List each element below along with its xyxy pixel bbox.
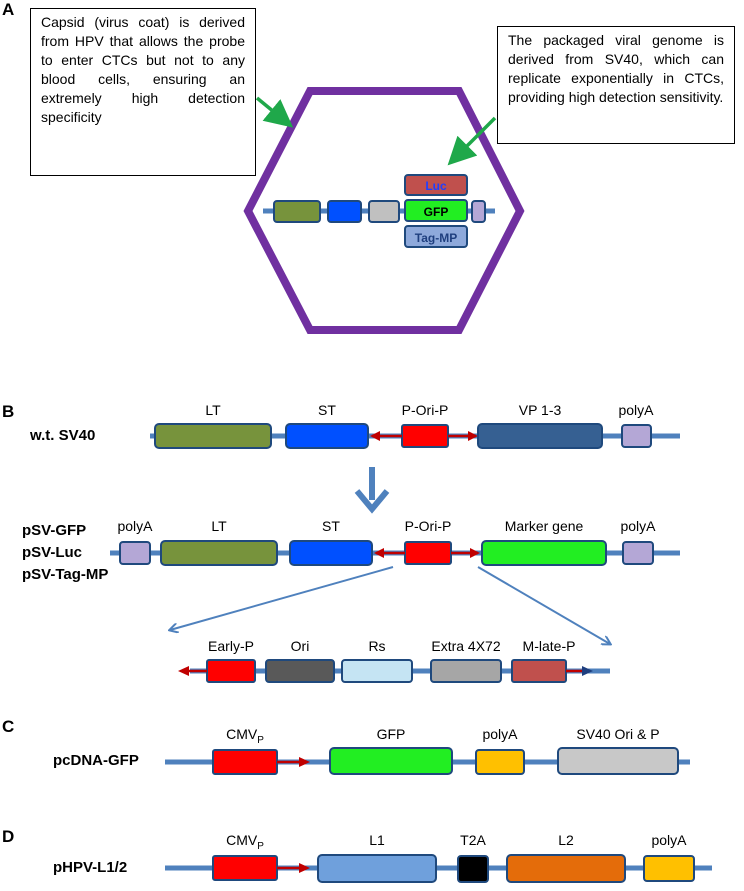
d-gene-l1	[317, 854, 437, 883]
detail-label-early: Early-P	[208, 638, 254, 654]
c-label-sv40: SV40 Ori & P	[576, 726, 660, 742]
d-label-l2: L2	[558, 832, 574, 848]
d-label-cmv: CMVP	[226, 832, 264, 852]
c-name: pcDNA-GFP	[53, 752, 139, 769]
psv-name-tag: pSV-Tag-MP	[22, 566, 109, 583]
down-arrow-head	[354, 489, 390, 514]
psv-pori-arrowhead-right	[470, 548, 480, 558]
psv-name-gfp: pSV-GFP	[22, 522, 87, 539]
hex-label-tag: Tag-MP	[415, 231, 457, 245]
detail-label-mlate: M-late-P	[522, 638, 576, 654]
expand-arrow-left	[170, 566, 394, 630]
d-gene-l2	[506, 854, 626, 883]
psv-names: pSV-GFP pSV-Luc pSV-Tag-MP	[22, 520, 108, 586]
psv-pori-arrowhead-left	[374, 548, 384, 558]
wt-gene-lt	[154, 423, 272, 449]
hex-gene-ori	[368, 200, 400, 223]
psv-label-polya-right: polyA	[620, 518, 656, 534]
wt-gene-vp	[477, 423, 603, 449]
wt-label-vp: VP 1-3	[518, 402, 562, 418]
wt-label-st: ST	[318, 402, 336, 418]
psv-label-lt: LT	[211, 518, 227, 534]
panel-label-d: D	[2, 827, 15, 846]
hex-label-luc: Luc	[425, 179, 447, 193]
detail-gene-rs	[341, 659, 413, 683]
psv-name-luc: pSV-Luc	[22, 544, 83, 561]
d-cmv-arrowhead	[299, 863, 310, 873]
detail-early-arrowhead	[178, 666, 189, 676]
hex-gene-gfp	[404, 199, 468, 222]
d-label-l1: L1	[369, 832, 385, 848]
expand-arrow-right	[477, 566, 610, 644]
wt-pori-arrowhead-left	[370, 431, 380, 441]
wt-gene-polya	[621, 424, 652, 448]
wt-label-polya: polyA	[618, 402, 654, 418]
c-label-cmv: CMVP	[226, 726, 264, 746]
callout-capsid: Capsid (virus coat) is derived from HPV …	[30, 8, 256, 176]
c-gene-polya	[475, 749, 525, 775]
psv-label-st: ST	[322, 518, 340, 534]
green-arrow-left	[255, 96, 294, 128]
psv-gene-polya-right	[622, 541, 654, 565]
hex-gene-lt	[273, 200, 321, 223]
d-label-t2a: T2A	[460, 832, 486, 848]
detail-gene-extra	[430, 659, 502, 683]
panel-label-a: A	[2, 0, 15, 19]
d-gene-cmv	[212, 855, 278, 881]
detail-gene-early	[206, 659, 256, 683]
detail-gene-ori	[265, 659, 335, 683]
wt-name: w.t. SV40	[30, 427, 96, 444]
detail-label-extra: Extra 4X72	[431, 638, 501, 654]
c-gene-sv40	[557, 747, 679, 775]
c-label-cmv-text: CMV	[226, 726, 258, 742]
psv-label-marker: Marker gene	[504, 518, 584, 534]
callout-genome: The packaged viral genome is derived fro…	[497, 26, 735, 144]
wt-gene-pori	[401, 424, 449, 448]
hex-label-gfp: GFP	[424, 205, 449, 219]
detail-gene-mlate	[511, 659, 567, 683]
wt-pori-arrowhead-right	[468, 431, 478, 441]
wt-label-lt: LT	[205, 402, 221, 418]
psv-label-pori: P-Ori-P	[404, 518, 452, 534]
detail-label-rs: Rs	[368, 638, 386, 654]
psv-gene-marker	[481, 540, 607, 566]
psv-gene-polya-left	[119, 541, 151, 565]
hex-gene-tag	[404, 225, 468, 248]
c-label-polya: polyA	[482, 726, 518, 742]
hex-gene-luc	[404, 174, 468, 196]
c-gene-cmv	[212, 749, 278, 775]
detail-label-ori: Ori	[290, 638, 310, 654]
psv-label-polya-left: polyA	[117, 518, 153, 534]
c-label-cmv-sub: P	[257, 734, 264, 746]
wt-gene-st	[285, 423, 369, 449]
hex-gene-st	[327, 200, 362, 223]
c-gene-gfp	[329, 747, 453, 775]
d-label-polya: polyA	[651, 832, 687, 848]
detail-mlate-arrowhead	[582, 666, 593, 676]
d-gene-t2a	[457, 855, 489, 883]
d-gene-polya	[643, 855, 695, 882]
green-arrow-right	[447, 116, 497, 166]
c-label-gfp: GFP	[376, 726, 406, 742]
panel-label-b: B	[2, 402, 15, 421]
d-label-cmv-sub: P	[257, 840, 264, 852]
psv-gene-lt	[160, 540, 278, 566]
hex-gene-polya	[471, 200, 486, 223]
psv-gene-pori	[404, 541, 452, 565]
d-name: pHPV-L1/2	[53, 859, 128, 876]
c-cmv-arrowhead	[299, 757, 310, 767]
psv-gene-st	[289, 540, 373, 566]
wt-label-pori: P-Ori-P	[401, 402, 449, 418]
panel-label-c: C	[2, 717, 15, 736]
d-label-cmv-text: CMV	[226, 832, 258, 848]
